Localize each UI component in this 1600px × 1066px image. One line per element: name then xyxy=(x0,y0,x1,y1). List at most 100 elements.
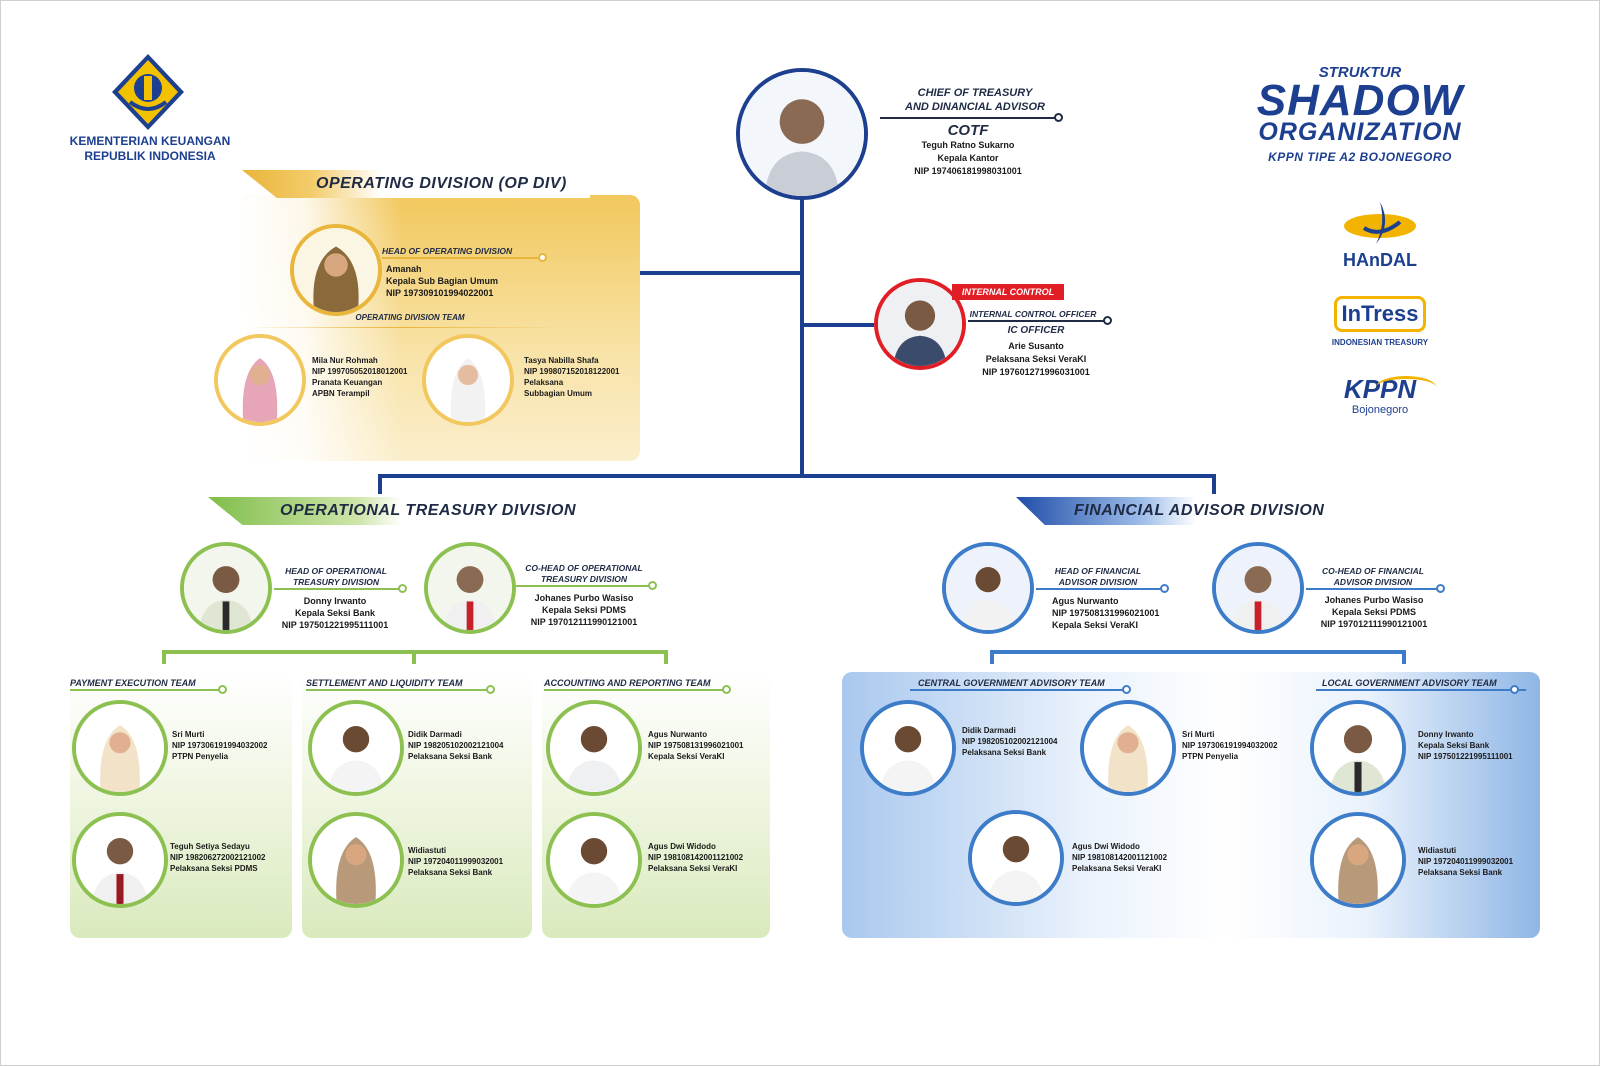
ot-t2-member-nip-1: NIP 198205102002121004 xyxy=(408,741,504,750)
connector-chief-trunk xyxy=(800,198,804,476)
fa-head-photo xyxy=(942,542,1034,634)
chief-role-line1: CHIEF OF TREASURY xyxy=(917,87,1033,99)
chief-photo xyxy=(736,68,868,200)
ot-team-dot-3 xyxy=(722,685,731,694)
op-member-pos2-1: APBN Terampil xyxy=(312,389,370,398)
chief-role-underline xyxy=(880,117,1056,119)
title-organization: ORGANIZATION xyxy=(1258,118,1462,146)
connector-op-div xyxy=(640,271,802,275)
op-head-photo xyxy=(290,224,382,316)
ot-t2-member-name-2: Widiastuti xyxy=(408,846,447,855)
ot-t2-member-photo-1 xyxy=(308,700,404,796)
ot-team-title-2: SETTLEMENT AND LIQUIDITY TEAM xyxy=(306,678,463,688)
op-member-nip-2: NIP 199807152018122001 xyxy=(524,367,620,376)
connector-fa-team1 xyxy=(990,650,994,664)
ot-t3-member-nip-2: NIP 198108142001121002 xyxy=(648,853,744,862)
ot-t2-member-photo-2 xyxy=(308,812,404,908)
fa-cohead-nip: NIP 197012111990121001 xyxy=(1320,619,1428,629)
ot-team-title-1: PAYMENT EXECUTION TEAM xyxy=(70,678,196,688)
op-member-pos1-2: Pelaksana xyxy=(524,378,564,387)
fa-central-photo-2 xyxy=(1080,700,1176,796)
op-div-banner: OPERATING DIVISION (OP DIV) xyxy=(242,170,590,198)
fa-central-underline xyxy=(910,689,1124,691)
fa-central-name-1: Didik Darmadi xyxy=(962,726,1016,735)
fa-head-nip: NIP 197508131996021001 xyxy=(1052,608,1160,618)
title-kppn: KPPN TIPE A2 BOJONEGORO xyxy=(1268,150,1452,164)
ot-t1-member-photo-2 xyxy=(72,812,168,908)
ot-team-underline-1 xyxy=(70,689,220,691)
op-member-name-2: Tasya Nabilla Shafa xyxy=(524,356,599,365)
ot-t2-member-name-1: Didik Darmadi xyxy=(408,730,462,739)
garuda-emblem-icon xyxy=(108,52,188,132)
ot-team-underline-3 xyxy=(544,689,724,691)
ot-head-underline xyxy=(274,588,400,590)
fa-local-pos-2: Pelaksana Seksi Bank xyxy=(1418,868,1503,877)
connector-ot-team1 xyxy=(162,650,166,664)
connector-ic xyxy=(802,323,874,327)
fa-div-banner-text: FINANCIAL ADVISOR DIVISION xyxy=(1074,502,1325,519)
connector-fa-team2 xyxy=(1402,650,1406,664)
fa-cohead-name: Johanes Purbo Wasiso xyxy=(1324,595,1424,605)
ot-cohead-position: Kepala Seksi PDMS xyxy=(541,605,627,615)
kppn-swoosh-icon xyxy=(1376,376,1436,398)
fa-head-role-line1: HEAD OF FINANCIAL xyxy=(1054,566,1142,576)
ot-t1-member-pos-2: Pelaksana Seksi PDMS xyxy=(170,864,258,873)
connector-ot-team3 xyxy=(664,650,668,664)
intress-logo: InTress INDONESIAN TREASURY xyxy=(1320,294,1440,354)
op-team-title: OPERATING DIVISION TEAM xyxy=(355,313,465,322)
fa-head-name: Agus Nurwanto xyxy=(1052,596,1119,606)
ic-role: INTERNAL CONTROL OFFICER xyxy=(969,309,1097,319)
ot-cohead-name: Johanes Purbo Wasiso xyxy=(534,593,634,603)
title-shadow: SHADOW xyxy=(1256,76,1464,125)
ot-head-name: Donny Irwanto xyxy=(303,596,367,606)
chief-name: Teguh Ratno Sukarno xyxy=(921,140,1015,150)
fa-central-nip-2: NIP 197306191994032002 xyxy=(1182,741,1278,750)
fa-cohead-underline xyxy=(1306,588,1438,590)
handal-swoosh-icon xyxy=(1344,202,1416,244)
connector-ot-drop xyxy=(378,474,382,494)
fa-teams-panel xyxy=(842,672,1540,938)
chief-position: Kepala Kantor xyxy=(937,153,999,163)
ot-head-nip: NIP 197501221995111001 xyxy=(281,620,389,630)
fa-cohead-role-line1: CO-HEAD OF FINANCIAL xyxy=(1322,566,1424,576)
ministry-name: KEMENTERIAN KEUANGAN REPUBLIK INDONESIA xyxy=(60,134,240,164)
op-member-pos1-1: Pranata Keuangan xyxy=(312,378,383,387)
ot-head-role-line2: TREASURY DIVISION xyxy=(292,577,380,587)
ot-t2-member-nip-2: NIP 197204011999032001 xyxy=(408,857,504,866)
ot-t1-member-name-1: Sri Murti xyxy=(172,730,205,739)
ic-role-dot xyxy=(1103,316,1112,325)
ot-cohead-nip: NIP 197012111990121001 xyxy=(530,617,638,627)
ot-t1-member-pos-1: PTPN Penyelia xyxy=(172,752,229,761)
ot-t1-member-name-2: Teguh Setiya Sedayu xyxy=(170,842,250,851)
connector-fa-teams xyxy=(990,650,1406,654)
ot-t3-member-pos-2: Pelaksana Seksi VeraKI xyxy=(648,864,738,873)
fa-div-banner: FINANCIAL ADVISOR DIVISION xyxy=(1016,497,1376,525)
op-member-pos2-2: Subbagian Umum xyxy=(524,389,593,398)
fa-local-nip-2: NIP 197204011999032001 xyxy=(1418,857,1514,866)
ot-t3-member-name-2: Agus Dwi Widodo xyxy=(648,842,716,851)
fa-head-underline xyxy=(1036,588,1162,590)
ot-head-position: Kepala Seksi Bank xyxy=(294,608,376,618)
ic-officer-photo xyxy=(874,278,966,370)
connector-fa-drop xyxy=(1212,474,1216,494)
fa-local-title: LOCAL GOVERNMENT ADVISORY TEAM xyxy=(1322,678,1497,688)
fa-central-name-2: Sri Murti xyxy=(1182,730,1215,739)
op-head-nip: NIP 197309101994022001 xyxy=(386,288,494,298)
chief-nip: NIP 197406181998031001 xyxy=(914,166,1022,176)
op-head-name: Amanah xyxy=(386,264,422,274)
chief-role-dot xyxy=(1054,113,1063,122)
fa-local-dot xyxy=(1510,685,1519,694)
ot-t3-member-nip-1: NIP 197508131996021001 xyxy=(648,741,744,750)
ot-cohead-photo xyxy=(424,542,516,634)
fa-cohead-role-line2: ADVISOR DIVISION xyxy=(1333,577,1413,587)
ot-t2-member-pos-2: Pelaksana Seksi Bank xyxy=(408,868,493,877)
ot-team-underline-2 xyxy=(306,689,488,691)
ot-team-title-3: ACCOUNTING AND REPORTING TEAM xyxy=(544,678,711,688)
ic-name: Arie Susanto xyxy=(1008,341,1064,351)
ot-head-dot xyxy=(398,584,407,593)
op-member-nip-1: NIP 199705052018012001 xyxy=(312,367,408,376)
ic-abbr: IC OFFICER xyxy=(1007,325,1065,336)
ic-nip: NIP 197601271996031001 xyxy=(982,367,1090,377)
fa-central-pos-3: Pelaksana Seksi VeraKI xyxy=(1072,864,1162,873)
ot-div-banner: OPERATIONAL TREASURY DIVISION xyxy=(208,497,638,525)
